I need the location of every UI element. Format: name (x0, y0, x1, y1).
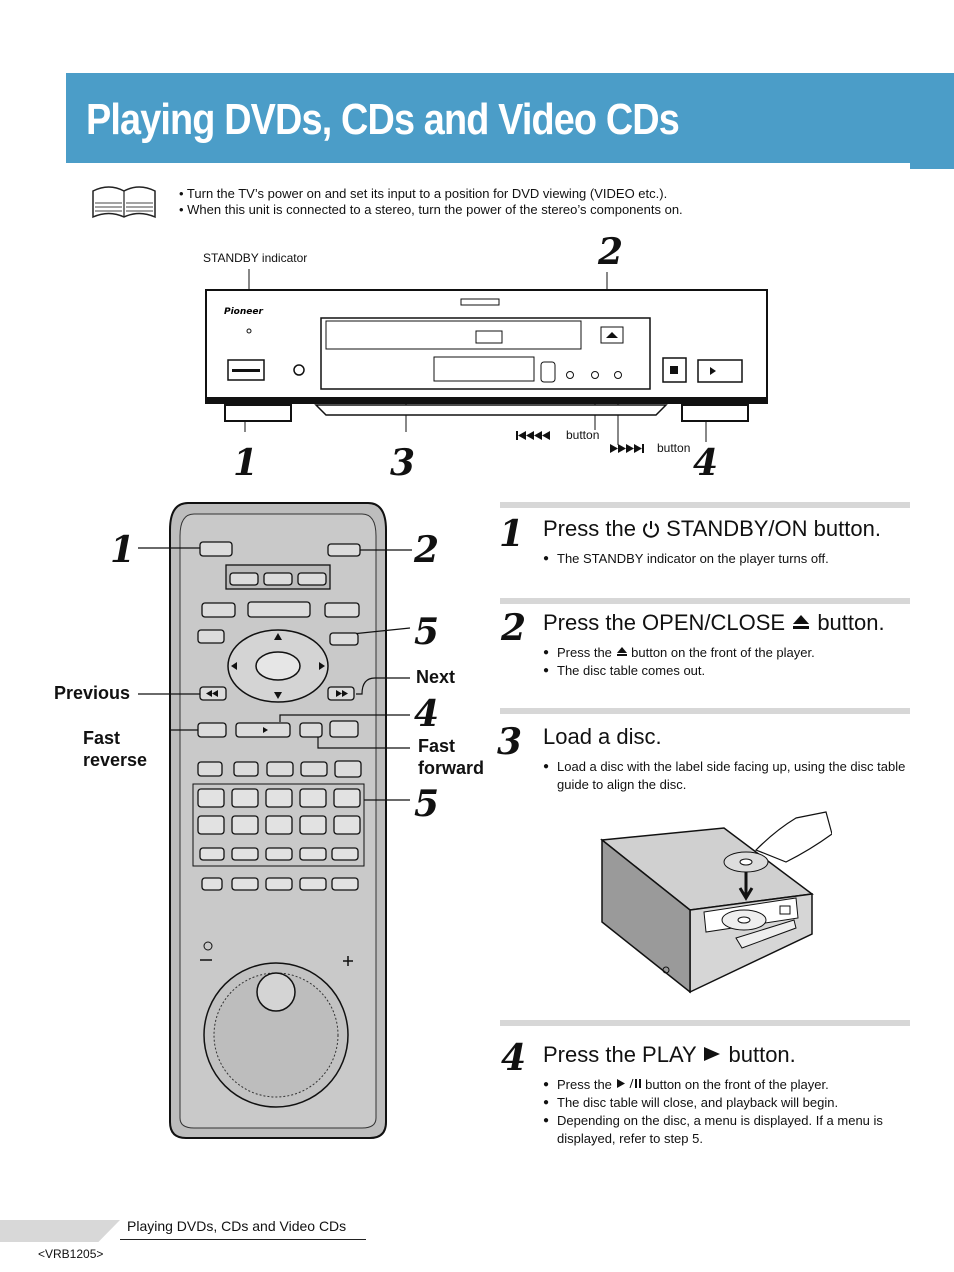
footer-rule (120, 1239, 366, 1240)
play-pause-icon (616, 1078, 641, 1089)
step-4-bullet-3: Depending on the disc, a menu is display… (543, 1112, 913, 1148)
step-1-bullets: The STANDBY indicator on the player turn… (543, 550, 913, 568)
label-fast-forward: Fast forward (418, 736, 485, 778)
step-4-bullet-1: Press the button on the front of the pla… (543, 1076, 913, 1094)
step-2-bullet-1: Press the button on the front of the pla… (543, 644, 913, 662)
footer-section-title: Playing DVDs, CDs and Video CDs (127, 1218, 347, 1234)
page-title: Playing DVDs, CDs and Video CDs (86, 95, 680, 144)
step-4-bullet-2: The disc table will close, and playback … (543, 1094, 913, 1112)
play-icon (704, 1047, 721, 1061)
note-tv: • Turn the TV’s power on and set its inp… (179, 186, 668, 201)
step-4-title-suffix: button. (722, 1042, 796, 1067)
step-3-number: 3 (497, 721, 523, 763)
step-2-bullet-2: The disc table comes out. (543, 662, 913, 680)
step-4-title-prefix: Press the PLAY (543, 1042, 703, 1067)
label-next: Next (416, 667, 456, 687)
step-4-bullets: Press the button on the front of the pla… (543, 1076, 913, 1148)
player-callout-1: 1 (233, 442, 258, 480)
step-3-bullet: Load a disc with the label side facing u… (543, 758, 913, 794)
step-2-bullet-1-suffix: button on the front of the player. (627, 645, 815, 660)
step-1-title: Press the STANDBY/ON button. (543, 516, 881, 542)
book-icon (92, 186, 156, 219)
step-4-title: Press the PLAY button. (543, 1042, 796, 1068)
remote-callout-1: 1 (110, 529, 135, 571)
eject-icon-small (616, 647, 627, 656)
step-1-title-prefix: Press the (543, 516, 643, 541)
brand-logo: Pioneer (224, 307, 263, 317)
step-3-bar (500, 708, 910, 714)
player-front-panel-illustration: Pioneer 2 1 3 4 (205, 232, 768, 480)
step-4-number: 4 (501, 1037, 527, 1079)
remote-callout-2: 2 (413, 529, 439, 571)
step-4-bar (500, 1020, 910, 1026)
step-3-bullets: Load a disc with the label side facing u… (543, 758, 913, 794)
remote-callout-4: 4 (414, 693, 439, 735)
step-4-bullet-1-prefix: Press the (557, 1077, 616, 1092)
remote-callout-5b: 5 (414, 783, 439, 825)
step-1-number: 1 (499, 513, 525, 555)
note-stereo: • When this unit is connected to a stere… (179, 202, 683, 217)
remote-callout-5a: 5 (414, 611, 439, 653)
banner-notch (910, 163, 954, 169)
player-callout-2: 2 (597, 232, 623, 273)
standby-indicator-label: STANDBY indicator (203, 251, 308, 265)
step-4-bullet-1-suffix: button on the front of the player. (641, 1077, 829, 1092)
step-2-title: Press the OPEN/CLOSE button. (543, 610, 885, 636)
label-previous: Previous (54, 683, 131, 703)
disc-loading-illustration (600, 811, 832, 994)
step-1-bullet: The STANDBY indicator on the player turn… (543, 550, 913, 568)
step-2-bar (500, 598, 910, 604)
step-1-bar (500, 502, 910, 508)
notes: • Turn the TV’s power on and set its inp… (179, 186, 683, 218)
eject-icon (793, 615, 810, 629)
step-2-bullet-1-prefix: Press the (557, 645, 616, 660)
step-2-bullets: Press the button on the front of the pla… (543, 644, 913, 680)
step-2-title-prefix: Press the OPEN/CLOSE (543, 610, 792, 635)
step-2-title-suffix: button. (811, 610, 885, 635)
step-1-title-suffix: STANDBY/ON button. (660, 516, 881, 541)
step-2-number: 2 (501, 607, 527, 649)
power-icon (643, 521, 660, 538)
player-callout-3: 3 (390, 442, 415, 480)
next-button-label: button (657, 441, 691, 455)
prev-button-label: button (566, 428, 600, 442)
footer-code: <VRB1205> (38, 1247, 104, 1261)
footer-page-tab (0, 1220, 120, 1242)
remote-control-illustration: 1 2 5 4 5 (110, 502, 439, 1139)
label-fast-reverse: Fast reverse (83, 728, 148, 770)
step-3-title: Load a disc. (543, 724, 662, 749)
title-banner: Playing DVDs, CDs and Video CDs (66, 73, 954, 163)
player-callout-4: 4 (693, 442, 718, 480)
